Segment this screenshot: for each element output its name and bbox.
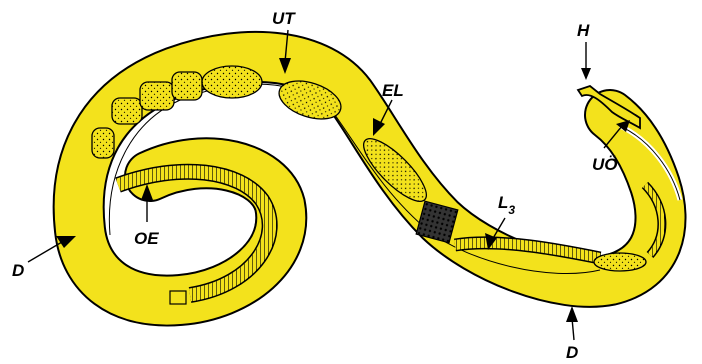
label-l3-sub: 3 [508, 203, 515, 217]
egg-chamber-2 [140, 82, 174, 110]
label-el-text: EL [382, 81, 404, 100]
label-d-bottom-text: D [566, 343, 578, 362]
egg-chamber-4 [92, 128, 114, 158]
label-d-left-text: D [12, 261, 24, 280]
egg-chamber-3 [172, 72, 202, 100]
label-l3-main: L [498, 193, 508, 212]
label-ut-text: UT [272, 9, 296, 28]
label-h: H [577, 21, 591, 80]
egg-chamber-1 [112, 98, 142, 124]
label-h-text: H [577, 21, 590, 40]
esophagus-bulb [170, 291, 186, 304]
label-d-bottom: D [566, 306, 578, 362]
larva-eggs [594, 253, 646, 271]
label-oe-text: OE [134, 229, 159, 248]
egg-cluster-1 [202, 66, 262, 98]
label-uo-text: UÖ [592, 155, 618, 174]
label-l3-text: L3 [498, 193, 515, 217]
